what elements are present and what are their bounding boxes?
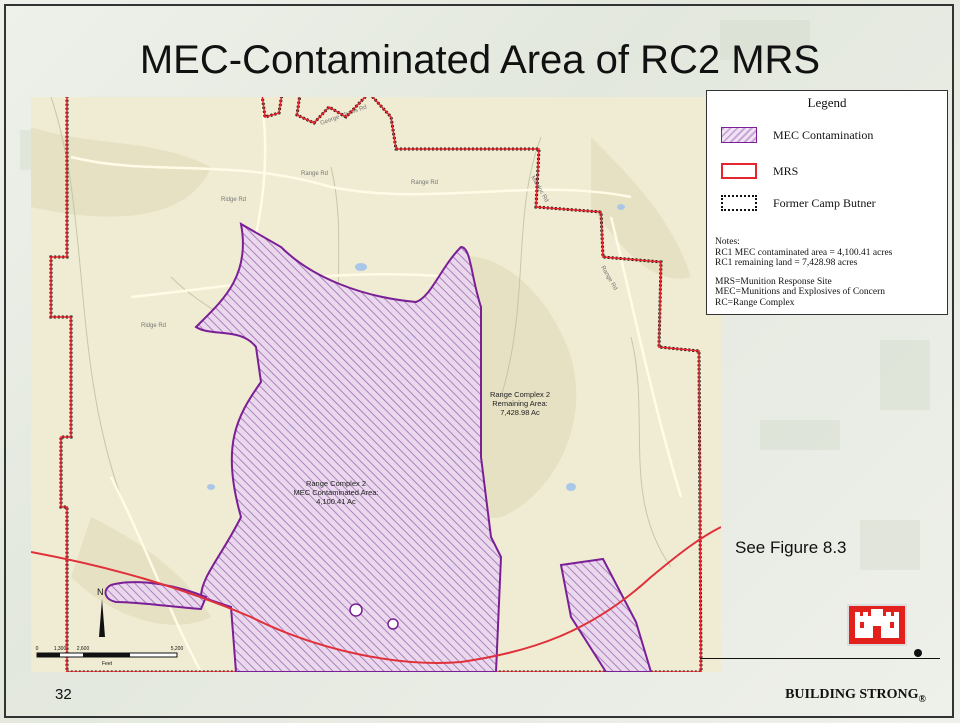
note-rc-remaining: RC1 remaining land = 7,428.98 acres bbox=[715, 258, 858, 268]
contaminated-label-line-2: MEC Contaminated Area: bbox=[293, 488, 378, 497]
scale-unit: Feet bbox=[102, 661, 113, 667]
remaining-label-line-3: 7,428.98 Ac bbox=[500, 408, 540, 417]
legend-notes: Notes: RC1 MEC contaminated area = 4,100… bbox=[715, 237, 892, 308]
note-rc-def: RC=Range Complex bbox=[715, 297, 795, 308]
page-number: 32 bbox=[55, 686, 72, 703]
mrs-boundary bbox=[50, 97, 702, 672]
mec-contamination-main bbox=[194, 222, 503, 672]
note-mrs-def: MRS=Munition Response Site bbox=[715, 276, 832, 287]
legend-label-mrs: MRS bbox=[773, 163, 799, 178]
map-figure: George Shaws Rd Range Rd Ridge Rd Range … bbox=[31, 97, 721, 672]
note-mec-def: MEC=Munitions and Explosives of Concern bbox=[715, 287, 886, 297]
north-arrow: N bbox=[97, 587, 105, 637]
road-label-range-2: Range Rd bbox=[301, 171, 328, 177]
contaminated-label-line-1: Range Complex 2 bbox=[306, 479, 366, 488]
slide-frame bbox=[4, 4, 954, 718]
note-rc-contaminated: RC1 MEC contaminated area = 4,100.41 acr… bbox=[715, 247, 893, 258]
mec-contamination-east-strip bbox=[559, 557, 653, 672]
legend-label-mec: MEC Contamination bbox=[773, 127, 874, 142]
map-legend: Legend MEC Contamination MRS Former Camp… bbox=[706, 90, 948, 315]
building-strong-tagline: BUILDING STRONG® bbox=[700, 687, 926, 705]
legend-item-camp: Former Camp Butner bbox=[721, 193, 876, 213]
tagline-text: BUILDING STRONG bbox=[785, 687, 919, 702]
footer-rule bbox=[700, 658, 940, 659]
mec-contamination-swatch bbox=[721, 127, 757, 143]
scale-tick-0: 0 bbox=[36, 646, 39, 652]
logo-registered-mark bbox=[914, 649, 922, 657]
camp-butner-swatch bbox=[721, 195, 757, 211]
scale-bar: 0 1,300 2,600 5,200 Feet bbox=[36, 646, 184, 667]
road-label-range-1: Range Rd bbox=[411, 180, 438, 186]
usace-castle-logo bbox=[847, 604, 907, 646]
notes-spacer bbox=[715, 269, 892, 277]
remaining-label-line-1: Range Complex 2 bbox=[490, 390, 550, 399]
map-canvas: George Shaws Rd Range Rd Ridge Rd Range … bbox=[31, 97, 721, 672]
legend-item-mrs: MRS bbox=[721, 161, 798, 181]
slide-title: MEC-Contaminated Area of RC2 MRS bbox=[139, 38, 821, 82]
notes-heading: Notes: bbox=[715, 237, 740, 247]
figure-reference: See Figure 8.3 bbox=[735, 538, 847, 557]
north-label: N bbox=[97, 587, 104, 597]
scale-tick-2: 2,600 bbox=[77, 646, 90, 652]
road-label-ridge-2: Ridge Rd bbox=[141, 323, 166, 329]
scale-tick-1: 1,300 bbox=[54, 646, 67, 652]
contaminated-label-line-3: 4,100.41 Ac bbox=[316, 497, 356, 506]
castle-icon bbox=[855, 609, 899, 638]
legend-label-camp: Former Camp Butner bbox=[773, 195, 876, 210]
highway bbox=[31, 526, 721, 664]
excluded-area-1 bbox=[349, 603, 363, 617]
mrs-swatch bbox=[721, 163, 757, 179]
excluded-area-2 bbox=[387, 618, 399, 630]
remaining-label-line-2: Remaining Area: bbox=[492, 399, 547, 408]
tagline-registered: ® bbox=[918, 693, 926, 705]
legend-title: Legend bbox=[807, 95, 847, 110]
scale-tick-3: 5,200 bbox=[171, 646, 184, 652]
legend-item-mec: MEC Contamination bbox=[721, 125, 873, 145]
road-label-ridge-1: Ridge Rd bbox=[221, 197, 246, 203]
